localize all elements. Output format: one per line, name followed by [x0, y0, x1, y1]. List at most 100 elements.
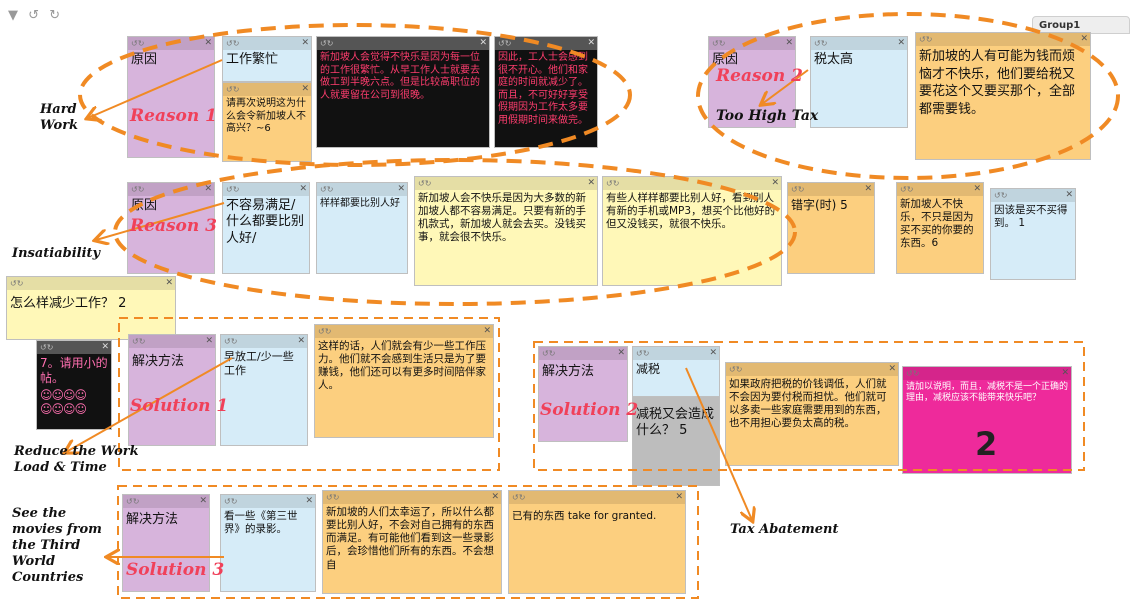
note-header[interactable]: ↺↻✕ — [709, 37, 795, 50]
note-solution2-feedback[interactable]: ↺↻✕ 请加以说明，而且，减税不是一个正确的理由，减税应该不能带来快乐吧？ 2 — [902, 366, 1072, 474]
close-icon[interactable]: ✕ — [1065, 190, 1073, 200]
note-header[interactable]: ↺↻✕ — [811, 37, 907, 50]
close-icon[interactable]: ✕ — [301, 84, 309, 94]
close-icon[interactable]: ✕ — [864, 184, 872, 194]
note-reason3-detail-2[interactable]: ↺↻✕ 有些人样样都要比别人好，看到别人有新的手机或MP3，想买个比他好的但又没… — [602, 176, 782, 286]
note-text: 不容易满足/什么都要比别人好/ — [226, 198, 305, 246]
note-header[interactable]: ↺↻✕ — [509, 491, 685, 504]
note-text: 新加坡的人有可能为钱而烦恼才不快乐，他们要给税又要花这个又要买那个，全部都需要钱… — [919, 49, 1076, 117]
note-insatiable[interactable]: ↺↻✕ 不容易满足/什么都要比别人好/ — [222, 182, 310, 274]
note-text: 税太高 — [814, 52, 854, 67]
note-text: 样样都要比别人好 — [320, 198, 400, 209]
note-header[interactable]: ↺↻✕ — [916, 33, 1090, 46]
note-header[interactable]: ↺↻✕ — [603, 177, 781, 190]
note-header[interactable]: ↺↻✕ — [539, 347, 627, 360]
note-reduce-question[interactable]: ↺↻✕ 怎么样减少工作？ 2 — [6, 276, 176, 340]
note-header[interactable]: ↺↻✕ — [495, 37, 597, 50]
close-icon[interactable]: ✕ — [973, 184, 981, 194]
note-header[interactable]: ↺↻✕ — [633, 347, 719, 360]
close-icon[interactable]: ✕ — [483, 326, 491, 336]
note-solution2-label[interactable]: ↺↻✕ 解决方法 — [538, 346, 628, 442]
close-icon[interactable]: ✕ — [301, 38, 309, 48]
note-reason1-detail-1[interactable]: ↺↻✕ 新加坡人会觉得不快乐是因为每一位的工作很繁忙。从早工作人士就要去做工到半… — [316, 36, 490, 148]
close-icon[interactable]: ✕ — [101, 342, 109, 352]
note-header[interactable]: ↺↻✕ — [221, 335, 307, 348]
close-icon[interactable]: ✕ — [888, 364, 896, 374]
close-icon[interactable]: ✕ — [204, 184, 212, 194]
undo-icon[interactable]: ↺ — [28, 8, 40, 23]
solution1-label: Solution 1 — [130, 396, 229, 416]
note-header[interactable]: ↺↻✕ — [223, 183, 309, 196]
close-icon[interactable]: ✕ — [397, 184, 405, 194]
close-icon[interactable]: ✕ — [199, 496, 207, 506]
note-tax-cut-question[interactable]: 减税又会造成什么？ 5 — [632, 396, 720, 486]
reason3-label: Reason 3 — [130, 216, 217, 236]
close-icon[interactable]: ✕ — [709, 348, 717, 358]
note-solution2-detail[interactable]: ↺↻✕ 如果政府把税的价钱调低，人们就不会因为要付税而担忧。他们就可以多卖一些家… — [725, 362, 899, 466]
note-header[interactable]: ↺↻✕ — [317, 183, 407, 196]
note-header[interactable]: ↺↻✕ — [7, 277, 175, 290]
note-header[interactable]: ↺↻✕ — [223, 83, 311, 96]
close-icon[interactable]: ✕ — [205, 336, 213, 346]
close-icon[interactable]: ✕ — [1080, 34, 1088, 44]
note-text: 解决方法 — [132, 354, 185, 369]
note-leave-early[interactable]: ↺↻✕ 早放工/少一些工作 — [220, 334, 308, 446]
note-reason1-detail-2[interactable]: ↺↻✕ 因此，工人士会感到很不开心。他们和家庭的时间就减少了。而且，不可好好享受… — [494, 36, 598, 148]
note-header[interactable]: ↺↻✕ — [221, 495, 315, 508]
note-reason1-question[interactable]: ↺↻✕ 请再次说明这为什么会令新加坡人不高兴？~6 — [222, 82, 312, 162]
close-icon[interactable]: ✕ — [297, 336, 305, 346]
close-icon[interactable]: ✕ — [479, 38, 487, 48]
note-header[interactable]: ↺↻✕ — [315, 325, 493, 338]
note-reason3-detail-1[interactable]: ↺↻✕ 新加坡人会不快乐是因为大多数的新加坡人都不容易满足。只要有新的手机款式，… — [414, 176, 598, 286]
note-tax-too-high[interactable]: ↺↻✕ 税太高 — [810, 36, 908, 128]
note-reason3-detail-4[interactable]: ↺↻✕ 因该是买不买得到。 1 — [990, 188, 1076, 280]
note-text: 看一些《第三世界》的录影。 — [224, 510, 298, 536]
note-header[interactable]: ↺↻✕ — [897, 183, 983, 196]
note-reason2-detail[interactable]: ↺↻✕ 新加坡的人有可能为钱而烦恼才不快乐，他们要给税又要花这个又要买那个，全部… — [915, 32, 1091, 160]
close-icon[interactable]: ✕ — [305, 496, 313, 506]
close-icon[interactable]: ✕ — [617, 348, 625, 358]
close-icon[interactable]: ✕ — [299, 184, 307, 194]
note-header[interactable]: ↺↻✕ — [415, 177, 597, 190]
note-header[interactable]: ↺↻✕ — [317, 37, 489, 50]
note-header[interactable]: ↺↻✕ — [223, 37, 311, 50]
close-icon[interactable]: ✕ — [587, 38, 595, 48]
note-typo[interactable]: ↺↻✕ 错字(时) 5 — [787, 182, 875, 274]
close-icon[interactable]: ✕ — [785, 38, 793, 48]
annotation-too-high-tax: Too High Tax — [716, 108, 819, 124]
close-icon[interactable]: ✕ — [1061, 368, 1069, 378]
note-header[interactable]: ↺↻✕ — [991, 189, 1075, 202]
note-header[interactable]: ↺↻✕ — [123, 495, 209, 508]
note-text: 怎么样减少工作？ 2 — [10, 296, 127, 311]
note-third-world-movies[interactable]: ↺↻✕ 看一些《第三世界》的录影。 — [220, 494, 316, 592]
close-icon[interactable]: ✕ — [675, 492, 683, 502]
note-text: 有些人样样都要比别人好，看到别人有新的手机或MP3，想买个比他好的但又没钱买，就… — [606, 192, 776, 231]
reason2-label: Reason 2 — [716, 66, 803, 86]
close-icon[interactable]: ✕ — [165, 278, 173, 288]
note-header[interactable]: ↺↻✕ — [726, 363, 898, 376]
close-icon[interactable]: ✕ — [771, 178, 779, 188]
note-solution1-detail[interactable]: ↺↻✕ 这样的话，人们就会有少一些工作压力。他们就不会感到生活只是为了要赚钱，他… — [314, 324, 494, 438]
note-compare[interactable]: ↺↻✕ 样样都要比别人好 — [316, 182, 408, 274]
note-reason3-detail-3[interactable]: ↺↻✕ 新加坡人不快乐，不只是因为买不买的你要的东西。6 — [896, 182, 984, 274]
note-take-for-granted[interactable]: ↺↻✕ 已有的东西 take for granted. — [508, 490, 686, 594]
note-solution1-label[interactable]: ↺↻✕ 解决方法 — [128, 334, 216, 446]
note-hard-work[interactable]: ↺↻✕ 工作繁忙 — [222, 36, 312, 82]
note-header[interactable]: ↺↻✕ — [788, 183, 874, 196]
note-header[interactable]: ↺↻✕ — [128, 183, 214, 196]
note-solution3-detail[interactable]: ↺↻✕ 新加坡的人们太幸运了，所以什么都要比别人好，不会对自己拥有的东西而满足。… — [322, 490, 502, 594]
note-header[interactable]: ↺↻✕ — [128, 37, 214, 50]
note-header[interactable]: ↺↻✕ — [323, 491, 501, 504]
note-header[interactable]: ↺↻✕ — [903, 367, 1071, 380]
note-smiley[interactable]: ↺↻✕ 7。请用小的帖。 ☺☺☺☺☺☺☺☺ — [36, 340, 112, 430]
collapse-icon[interactable]: ▼ — [8, 8, 18, 23]
note-header[interactable]: ↺↻✕ — [37, 341, 111, 354]
close-icon[interactable]: ✕ — [587, 178, 595, 188]
close-icon[interactable]: ✕ — [897, 38, 905, 48]
note-tax-cut[interactable]: ↺↻✕ 减税 — [632, 346, 720, 402]
redo-icon[interactable]: ↻ — [49, 8, 61, 23]
close-icon[interactable]: ✕ — [491, 492, 499, 502]
close-icon[interactable]: ✕ — [204, 38, 212, 48]
note-reason1-label[interactable]: ↺↻✕ 原因 — [127, 36, 215, 158]
note-header[interactable]: ↺↻✕ — [129, 335, 215, 348]
